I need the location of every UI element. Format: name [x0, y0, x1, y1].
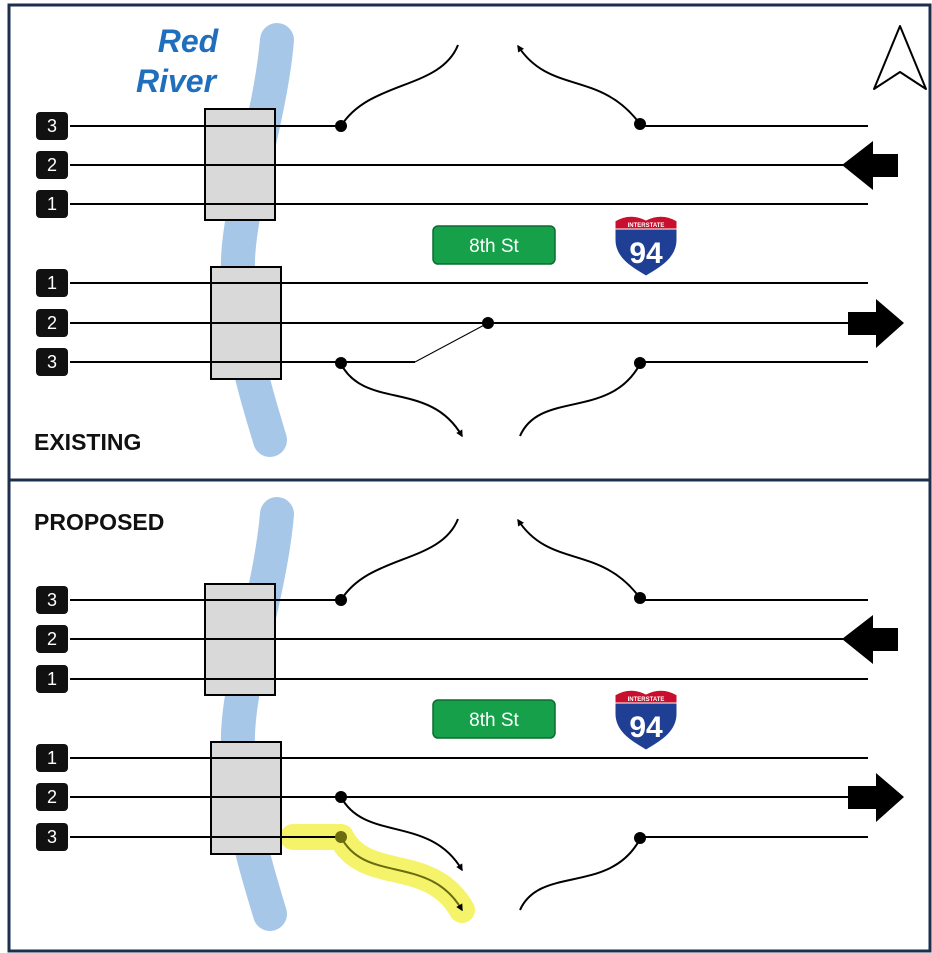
westbound-arrow-icon [842, 615, 898, 664]
svg-text:1: 1 [47, 273, 57, 293]
existing-panel: 3 2 1 1 2 3 8th St INTERSTATE 94 Red Riv… [34, 23, 927, 457]
lane-badge: 1 [36, 269, 68, 297]
lane-badge: 3 [36, 823, 68, 851]
ramp-dot [335, 357, 347, 369]
ramp-dot [335, 831, 347, 843]
lane-badge: 2 [36, 783, 68, 811]
svg-text:1: 1 [47, 669, 57, 689]
svg-text:8th St: 8th St [469, 710, 519, 731]
eastbound-arrow-icon [848, 773, 904, 822]
svg-text:94: 94 [629, 711, 663, 744]
lane-badge: 2 [36, 309, 68, 337]
proposed-panel: 3 2 1 1 2 3 8th St INTERSTATE 94 PROPOSE… [34, 497, 904, 931]
proposed-label: PROPOSED [34, 509, 164, 535]
bridge-westbound [204, 583, 276, 696]
ramp-dot [335, 120, 347, 132]
ramp-dot [482, 317, 494, 329]
ramp-dot [634, 832, 646, 844]
westbound-arrow-icon [842, 141, 898, 190]
wb-off-ramp [517, 44, 641, 125]
svg-text:3: 3 [47, 827, 57, 847]
lane-badge: 1 [36, 665, 68, 693]
lane-badge: 1 [36, 744, 68, 772]
lane-badge: 3 [36, 586, 68, 614]
diagram-frame [7, 3, 932, 953]
svg-text:1: 1 [47, 748, 57, 768]
svg-text:3: 3 [47, 352, 57, 372]
proposed-lane-highlight [280, 824, 475, 923]
ramp-dot [634, 118, 646, 130]
ramp-dot [634, 357, 646, 369]
svg-text:2: 2 [47, 787, 57, 807]
river-label-line2: River [136, 63, 218, 99]
ramp-dot [335, 594, 347, 606]
wb-on-ramp [340, 518, 459, 601]
svg-text:2: 2 [47, 155, 57, 175]
svg-text:2: 2 [47, 313, 57, 333]
eb-off-ramp-lane-3 [340, 836, 463, 912]
wb-off-ramp [517, 518, 641, 599]
lane-badge: 3 [36, 112, 68, 140]
ramp-dot [634, 592, 646, 604]
north-arrow-icon [873, 25, 927, 90]
wb-on-ramp [340, 44, 459, 127]
eb-off-ramp [340, 363, 463, 438]
bridge-eastbound [210, 266, 282, 380]
interstate-shield-icon: INTERSTATE 94 [614, 215, 678, 277]
eb-off-ramp-lane-2 [340, 796, 463, 872]
eb-on-ramp [519, 838, 641, 911]
eastbound-arrow-icon [848, 299, 904, 348]
river-label-line1: Red [158, 23, 220, 59]
existing-label: EXISTING [34, 429, 141, 455]
svg-text:3: 3 [47, 116, 57, 136]
lane-badge: 2 [36, 625, 68, 653]
interstate-shield-icon: INTERSTATE 94 [614, 689, 678, 751]
svg-text:94: 94 [629, 237, 663, 270]
ramp-dot [335, 791, 347, 803]
street-sign: 8th St [432, 225, 556, 265]
svg-text:8th St: 8th St [469, 236, 519, 257]
street-sign: 8th St [432, 699, 556, 739]
bridge-westbound [204, 108, 276, 221]
svg-text:INTERSTATE: INTERSTATE [628, 697, 665, 703]
svg-text:1: 1 [47, 194, 57, 214]
bridge-eastbound [210, 741, 282, 855]
svg-text:2: 2 [47, 629, 57, 649]
lane-badge: 2 [36, 151, 68, 179]
lane-badge: 1 [36, 190, 68, 218]
svg-text:INTERSTATE: INTERSTATE [628, 223, 665, 229]
svg-text:3: 3 [47, 590, 57, 610]
eb-on-ramp [519, 363, 641, 437]
lane-badge: 3 [36, 348, 68, 376]
lane-drop-taper [414, 322, 489, 363]
